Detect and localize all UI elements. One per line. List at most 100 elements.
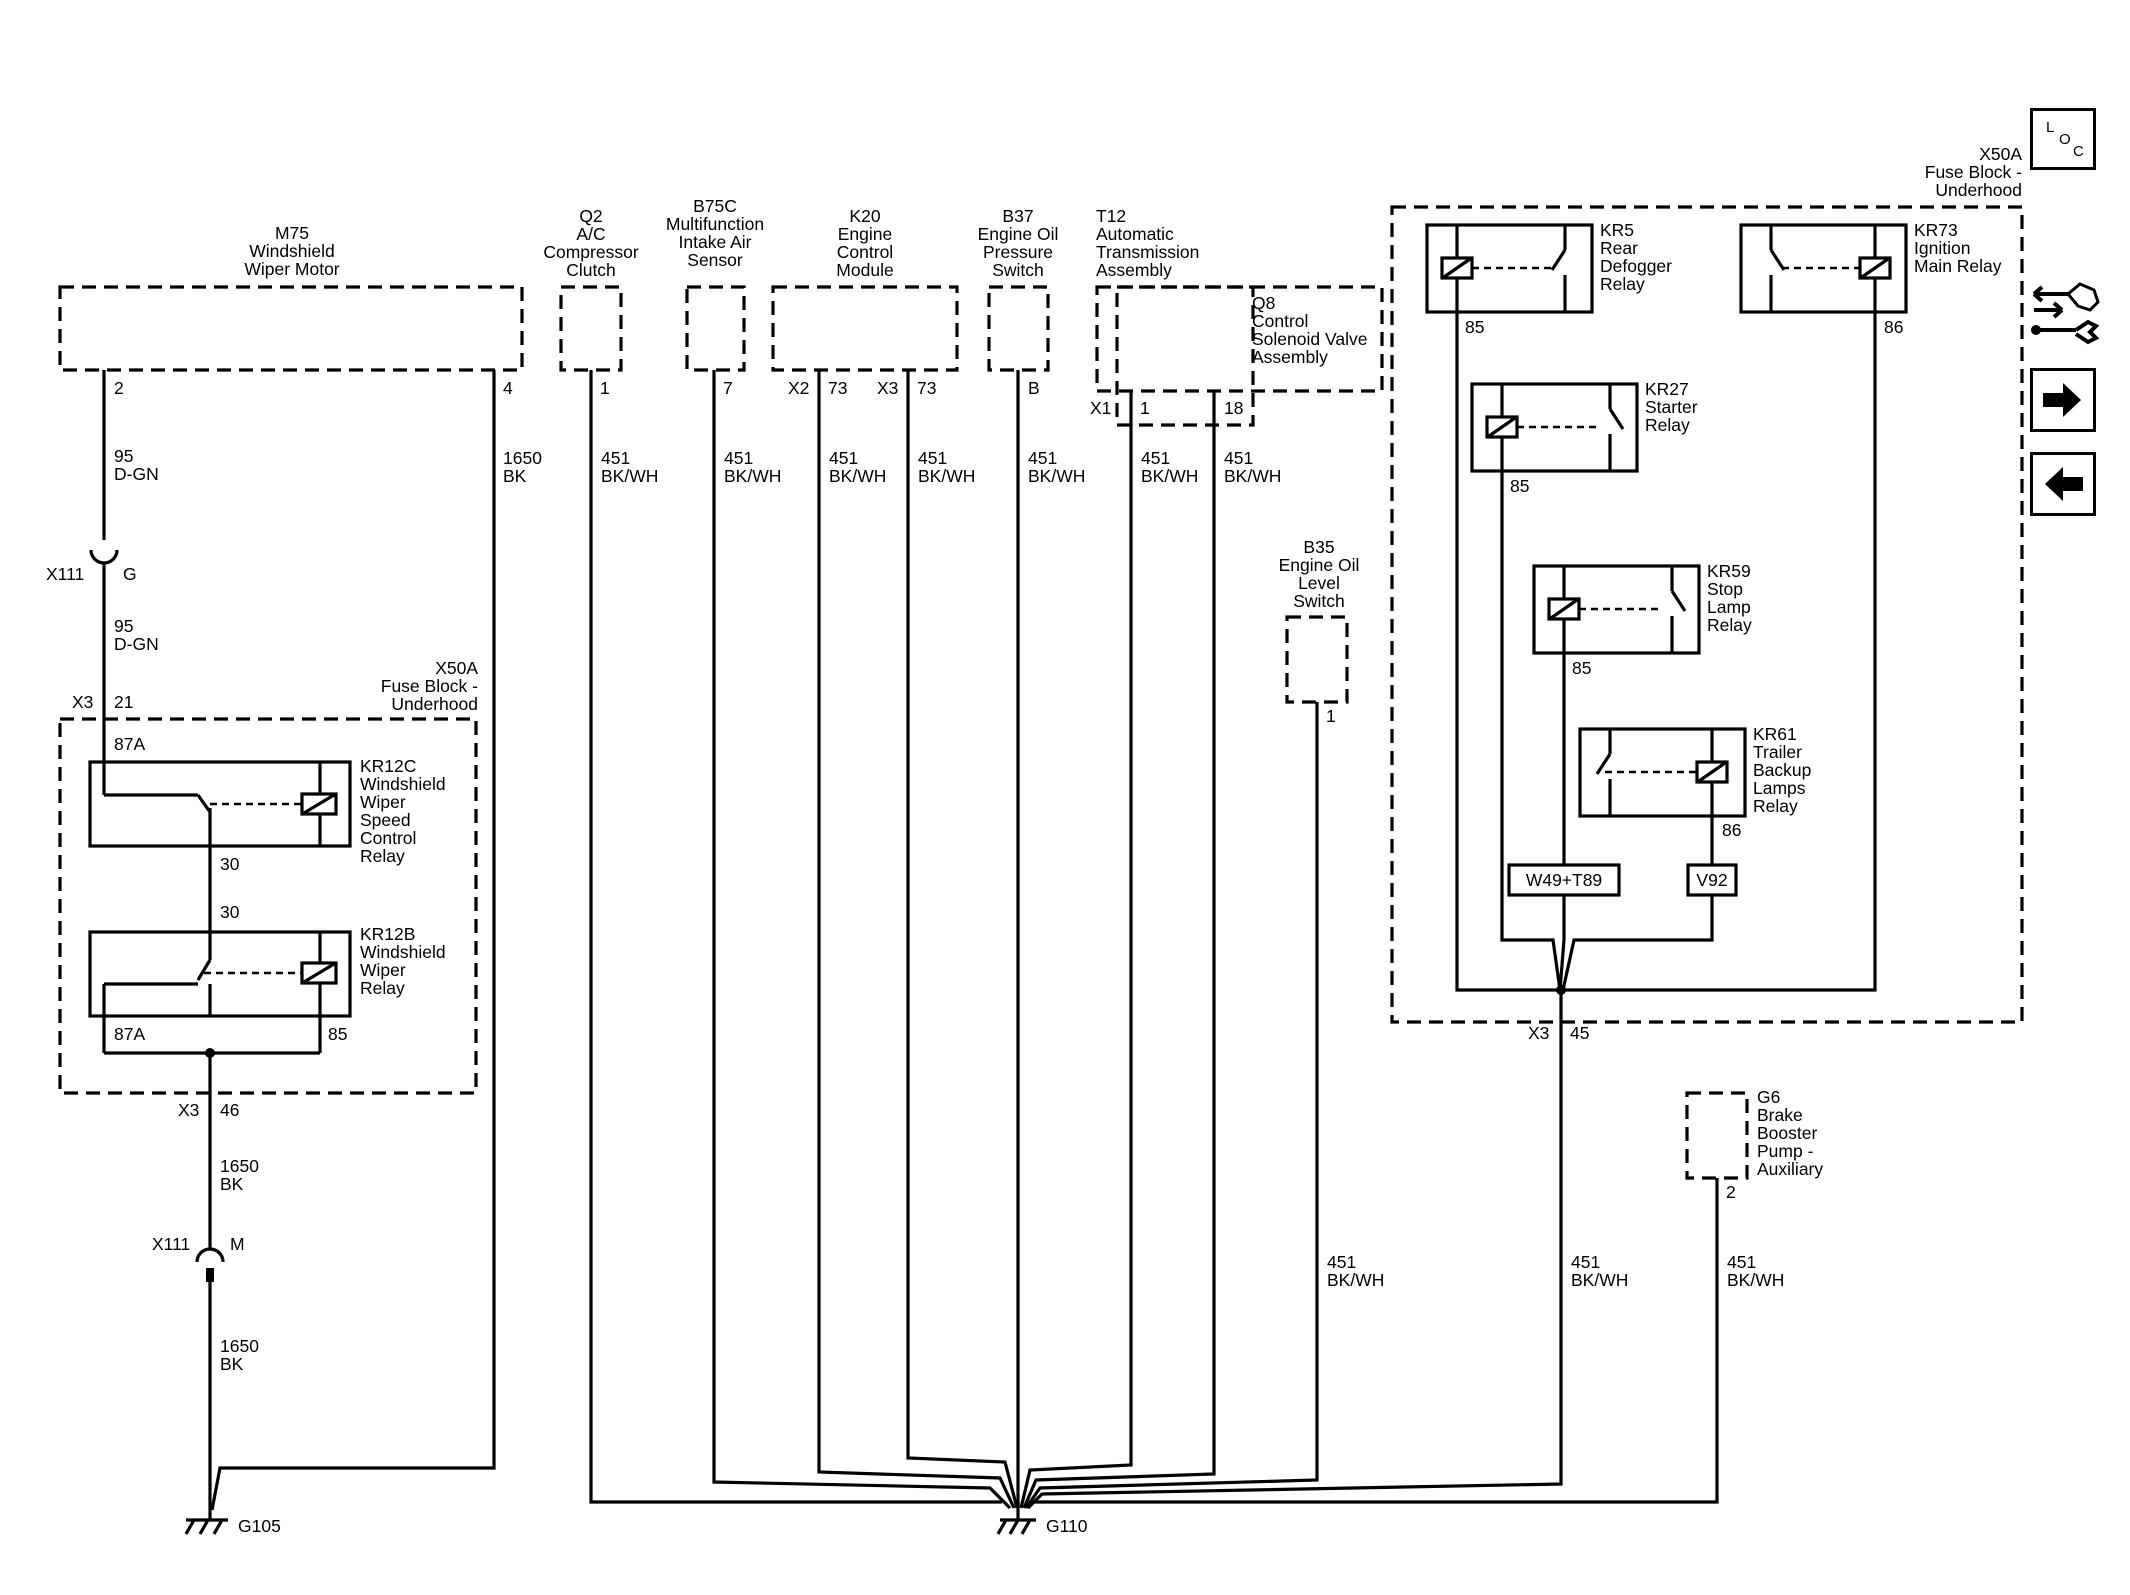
wire-label-451-q2: 451 BK/WH bbox=[601, 448, 658, 486]
svg-text:X3: X3 bbox=[178, 1100, 199, 1120]
svg-text:18: 18 bbox=[1224, 398, 1243, 418]
svg-text:Defogger: Defogger bbox=[1600, 256, 1672, 276]
wire-kr5-85 bbox=[1455, 312, 1560, 992]
svg-text:Pressure: Pressure bbox=[983, 242, 1053, 262]
svg-text:KR27: KR27 bbox=[1645, 379, 1689, 399]
svg-text:Windshield: Windshield bbox=[360, 774, 446, 794]
wire-label-451-x3-45: 451 BK/WH bbox=[1571, 1252, 1628, 1290]
wire-451-k20-b bbox=[906, 370, 1019, 1509]
wire-label-95-upper: 95 D-GN bbox=[114, 446, 159, 484]
wire-451-q2 bbox=[589, 370, 1002, 1504]
svg-text:Clutch: Clutch bbox=[566, 260, 616, 280]
loc-letter-c: C bbox=[2073, 143, 2084, 160]
svg-text:7: 7 bbox=[723, 378, 733, 398]
svg-text:Control: Control bbox=[837, 242, 893, 262]
svg-text:Relay: Relay bbox=[360, 846, 405, 866]
svg-text:1: 1 bbox=[1326, 706, 1336, 726]
inline-connector-x111-m: X111 M bbox=[152, 1234, 245, 1282]
svg-text:B75C: B75C bbox=[693, 196, 737, 216]
svg-text:87A: 87A bbox=[114, 734, 145, 754]
wire-kr73-86 bbox=[1563, 312, 1877, 992]
svg-text:Automatic: Automatic bbox=[1096, 224, 1174, 244]
svg-text:4: 4 bbox=[503, 378, 513, 398]
svg-text:451: 451 bbox=[1571, 1252, 1600, 1272]
arrow-right-icon bbox=[2043, 383, 2081, 417]
svg-text:Transmission: Transmission bbox=[1096, 242, 1199, 262]
loc-letter-o: O bbox=[2059, 131, 2071, 148]
x50a-right-boundary bbox=[1390, 205, 2024, 1024]
svg-text:G110: G110 bbox=[1046, 1516, 1088, 1536]
wire-451-t12-b bbox=[1022, 391, 1216, 1509]
svg-text:46: 46 bbox=[220, 1100, 239, 1120]
svg-text:95: 95 bbox=[114, 616, 133, 636]
svg-text:BK: BK bbox=[503, 466, 527, 486]
svg-text:451: 451 bbox=[1327, 1252, 1356, 1272]
svg-text:45: 45 bbox=[1570, 1023, 1589, 1043]
loc-button[interactable]: L O C bbox=[2030, 108, 2096, 170]
kr12b-relay-box bbox=[88, 930, 352, 1018]
m75-component-box bbox=[58, 285, 524, 372]
x50a-fuse-block-right: X50A Fuse Block - Underhood bbox=[1390, 144, 2024, 1024]
svg-text:Starter: Starter bbox=[1645, 397, 1698, 417]
svg-text:G105: G105 bbox=[238, 1516, 281, 1536]
svg-text:X111: X111 bbox=[46, 564, 84, 584]
svg-text:B: B bbox=[1028, 378, 1040, 398]
wire-kr27-85 bbox=[1500, 471, 1562, 991]
svg-text:Trailer: Trailer bbox=[1753, 742, 1802, 762]
wire-label-451-b37: 451 BK/WH bbox=[1028, 448, 1085, 486]
svg-text:KR12B: KR12B bbox=[360, 924, 415, 944]
svg-text:Switch: Switch bbox=[1293, 591, 1345, 611]
svg-text:G: G bbox=[123, 564, 137, 584]
wire-label-451-b35: 451 BK/WH bbox=[1327, 1252, 1384, 1290]
svg-text:Pump -: Pump - bbox=[1757, 1141, 1814, 1161]
drivetrain-wrench-button[interactable] bbox=[2028, 276, 2104, 348]
svg-text:Rear: Rear bbox=[1600, 238, 1638, 258]
svg-text:X3: X3 bbox=[877, 378, 898, 398]
svg-text:V92: V92 bbox=[1696, 870, 1727, 890]
wire-label-1650-m75: 1650 BK bbox=[503, 448, 542, 486]
svg-text:Main Relay: Main Relay bbox=[1914, 256, 2002, 276]
svg-text:95: 95 bbox=[114, 446, 133, 466]
previous-page-button[interactable] bbox=[2030, 452, 2096, 516]
svg-text:G6: G6 bbox=[1757, 1087, 1780, 1107]
wire-label-451-t12-b: 451 BK/WH bbox=[1224, 448, 1281, 486]
svg-text:Windshield: Windshield bbox=[360, 942, 446, 962]
wire-451-t12-a bbox=[1019, 391, 1133, 1509]
svg-text:30: 30 bbox=[220, 902, 240, 922]
svg-text:2: 2 bbox=[114, 378, 124, 398]
svg-text:BK: BK bbox=[220, 1174, 244, 1194]
svg-text:Assembly: Assembly bbox=[1096, 260, 1172, 280]
next-page-button[interactable] bbox=[2030, 368, 2096, 432]
svg-text:Engine Oil: Engine Oil bbox=[1279, 555, 1360, 575]
svg-text:451: 451 bbox=[1141, 448, 1170, 468]
q8-control-solenoid-valve: Q8 Control Solenoid Valve Assembly bbox=[1252, 293, 1367, 367]
svg-text:Underhood: Underhood bbox=[391, 694, 478, 714]
svg-text:W49+T89: W49+T89 bbox=[1526, 870, 1602, 890]
svg-text:85: 85 bbox=[1465, 317, 1484, 337]
svg-text:Wiper: Wiper bbox=[360, 792, 406, 812]
svg-text:Engine: Engine bbox=[838, 224, 893, 244]
wire-451-b35 bbox=[1024, 702, 1319, 1509]
svg-text:KR61: KR61 bbox=[1753, 724, 1797, 744]
svg-text:Sensor: Sensor bbox=[687, 250, 743, 270]
svg-text:1650: 1650 bbox=[503, 448, 542, 468]
svg-text:1650: 1650 bbox=[220, 1156, 259, 1176]
svg-text:Q2: Q2 bbox=[579, 206, 602, 226]
t12-transmission-assembly: T12 Automatic Transmission Assembly X1 1… bbox=[1090, 206, 1384, 427]
svg-text:BK/WH: BK/WH bbox=[829, 466, 886, 486]
svg-text:Level: Level bbox=[1298, 573, 1340, 593]
relay-kr27: KR27 Starter Relay 85 bbox=[1470, 379, 1698, 496]
svg-text:Fuse Block -: Fuse Block - bbox=[381, 676, 478, 696]
svg-text:X3: X3 bbox=[1528, 1023, 1549, 1043]
svg-text:Speed: Speed bbox=[360, 810, 411, 830]
svg-text:Relay: Relay bbox=[1645, 415, 1690, 435]
ground-g105: G105 bbox=[184, 1510, 281, 1536]
svg-text:Engine Oil: Engine Oil bbox=[978, 224, 1059, 244]
relay-kr12c: 87A KR12C Windshield Wiper Speed Control… bbox=[88, 734, 446, 874]
arrow-left-icon bbox=[2045, 467, 2083, 501]
svg-text:85: 85 bbox=[1572, 658, 1591, 678]
k20-engine-control-module: K20 Engine Control Module X2 73 X3 73 bbox=[771, 206, 959, 398]
svg-text:451: 451 bbox=[1727, 1252, 1756, 1272]
svg-text:2: 2 bbox=[1726, 1182, 1736, 1202]
kr12c-relay-box bbox=[88, 760, 352, 848]
